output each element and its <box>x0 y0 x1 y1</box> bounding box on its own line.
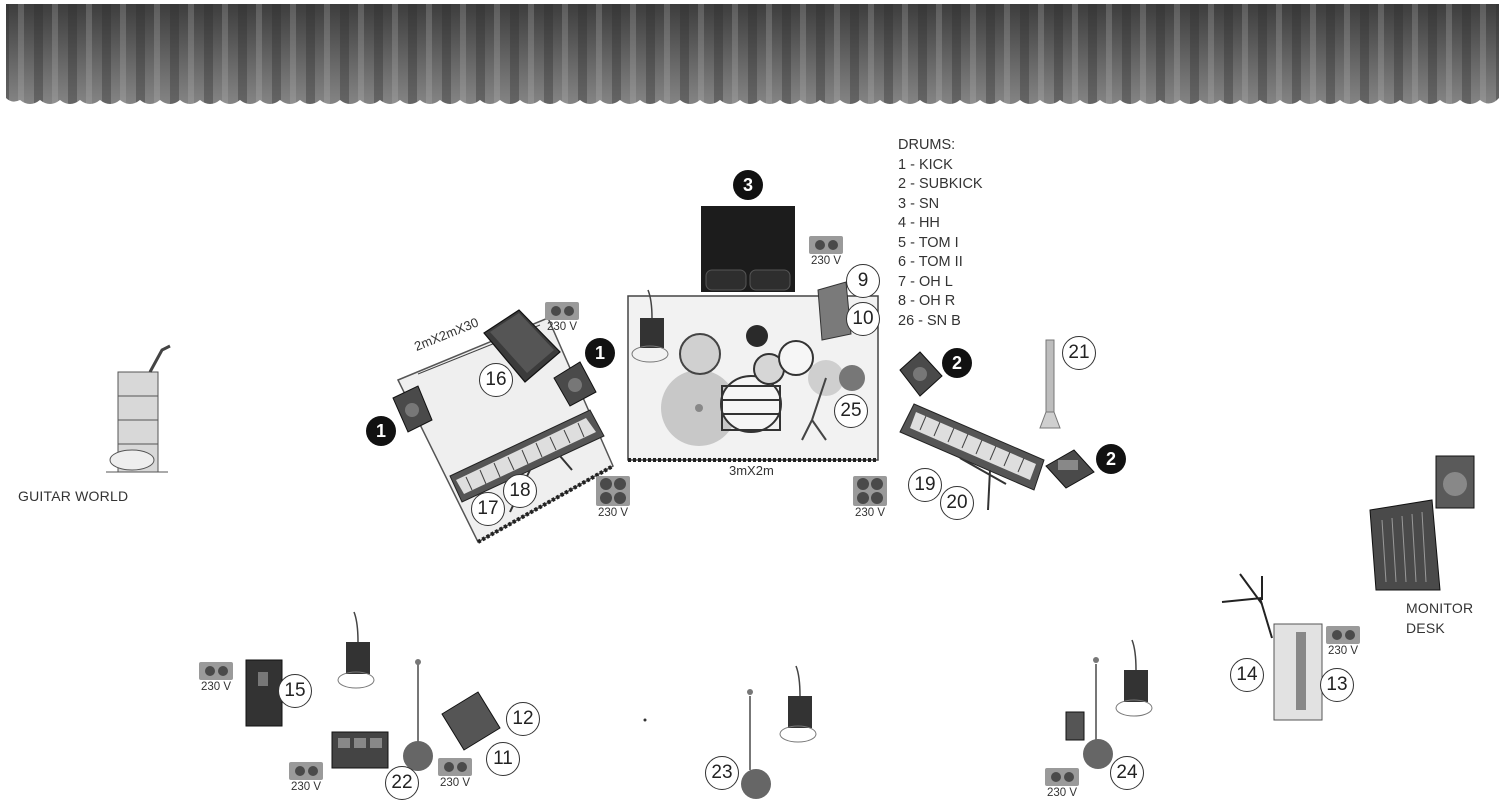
monitor-marker-2: 2 <box>1096 444 1126 474</box>
monitor-desk-label-line1: MONITOR <box>1406 598 1473 618</box>
wedge-monitor-right <box>900 352 942 396</box>
power-outlet-quad: 230 V <box>593 476 633 519</box>
amp-13 <box>1274 624 1322 720</box>
guitar-stand-14 <box>1222 574 1272 638</box>
wedge-monitor-far-right <box>1046 450 1094 488</box>
iem-pack-right <box>1116 640 1152 716</box>
monitor-marker-3: 3 <box>733 170 763 200</box>
position-marker-16: 16 <box>479 363 513 397</box>
position-marker-9: 9 <box>846 264 880 298</box>
monitor-desk-label-line2: DESK <box>1406 618 1473 638</box>
outlet-voltage: 230 V <box>542 321 582 333</box>
mic-stand-23 <box>741 689 771 799</box>
outlet-voltage: 230 V <box>850 507 890 519</box>
outlet-voltage: 230 V <box>806 255 846 267</box>
drums-legend-item: 6 - TOM II <box>898 253 983 273</box>
position-marker-12: 12 <box>506 702 540 736</box>
position-marker-20: 20 <box>940 486 974 520</box>
drums-legend-item: 2 - SUBKICK <box>898 175 983 195</box>
outlet-voltage: 230 V <box>196 681 236 693</box>
position-marker-11: 11 <box>486 742 520 776</box>
drum-sidefill-3 <box>701 206 795 292</box>
drums-legend-item: 1 - KICK <box>898 156 983 176</box>
amp-9-10 <box>818 282 851 340</box>
drums-legend-item: 5 - TOM I <box>898 234 983 254</box>
position-marker-13: 13 <box>1320 668 1354 702</box>
power-outlet: 230 V <box>196 662 236 693</box>
power-outlet: 230 V <box>806 236 846 267</box>
position-marker-25: 25 <box>834 394 868 428</box>
guitar-stand-rack <box>106 346 170 472</box>
drums-legend-item: 4 - HH <box>898 214 983 234</box>
iem-pack-center <box>780 666 816 742</box>
power-outlet: 230 V <box>1042 768 1082 799</box>
monitor-marker-2: 2 <box>942 348 972 378</box>
guitar-world-label: GUITAR WORLD <box>18 488 128 504</box>
monitor-desk-label: MONITOR DESK <box>1406 598 1473 638</box>
iem-pack-left <box>338 612 374 688</box>
drums-legend-title: DRUMS: <box>898 136 983 156</box>
power-outlet: 230 V <box>435 758 475 789</box>
drums-legend-item: 7 - OH L <box>898 273 983 293</box>
outlet-voltage: 230 V <box>1042 787 1082 799</box>
amp-15 <box>246 660 282 726</box>
position-marker-21: 21 <box>1062 336 1096 370</box>
amp-11-12 <box>442 692 500 750</box>
position-marker-15: 15 <box>278 674 312 708</box>
position-marker-23: 23 <box>705 756 739 790</box>
stage-center-dot <box>644 719 647 722</box>
monitor-marker-1: 1 <box>585 338 615 368</box>
position-marker-22: 22 <box>385 766 419 800</box>
position-marker-10: 10 <box>846 302 880 336</box>
outlet-voltage: 230 V <box>593 507 633 519</box>
position-marker-17: 17 <box>471 492 505 526</box>
power-outlet: 230 V <box>1323 626 1363 657</box>
mic-stand-22 <box>403 659 433 771</box>
drum-riser-size-label: 3mX2m <box>729 463 774 478</box>
pedalboard <box>332 732 388 768</box>
outlet-voltage: 230 V <box>1323 645 1363 657</box>
position-marker-24: 24 <box>1110 756 1144 790</box>
position-marker-19: 19 <box>908 468 942 502</box>
monitor-marker-1: 1 <box>366 416 396 446</box>
drums-legend-item: 3 - SN <box>898 195 983 215</box>
mic-stand-24 <box>1083 657 1113 769</box>
monitor-desk <box>1370 456 1474 590</box>
power-outlet-quad: 230 V <box>850 476 890 519</box>
trumpet-21 <box>1040 340 1060 428</box>
power-outlet: 230 V <box>286 762 326 793</box>
drums-legend-item: 8 - OH R <box>898 292 983 312</box>
effect-pedal <box>1066 712 1084 740</box>
power-outlet: 230 V <box>542 302 582 333</box>
outlet-voltage: 230 V <box>435 777 475 789</box>
outlet-voltage: 230 V <box>286 781 326 793</box>
drums-legend-item: 26 - SN B <box>898 312 983 332</box>
drums-legend: DRUMS: 1 - KICK 2 - SUBKICK 3 - SN 4 - H… <box>898 136 983 331</box>
position-marker-18: 18 <box>503 474 537 508</box>
position-marker-14: 14 <box>1230 658 1264 692</box>
